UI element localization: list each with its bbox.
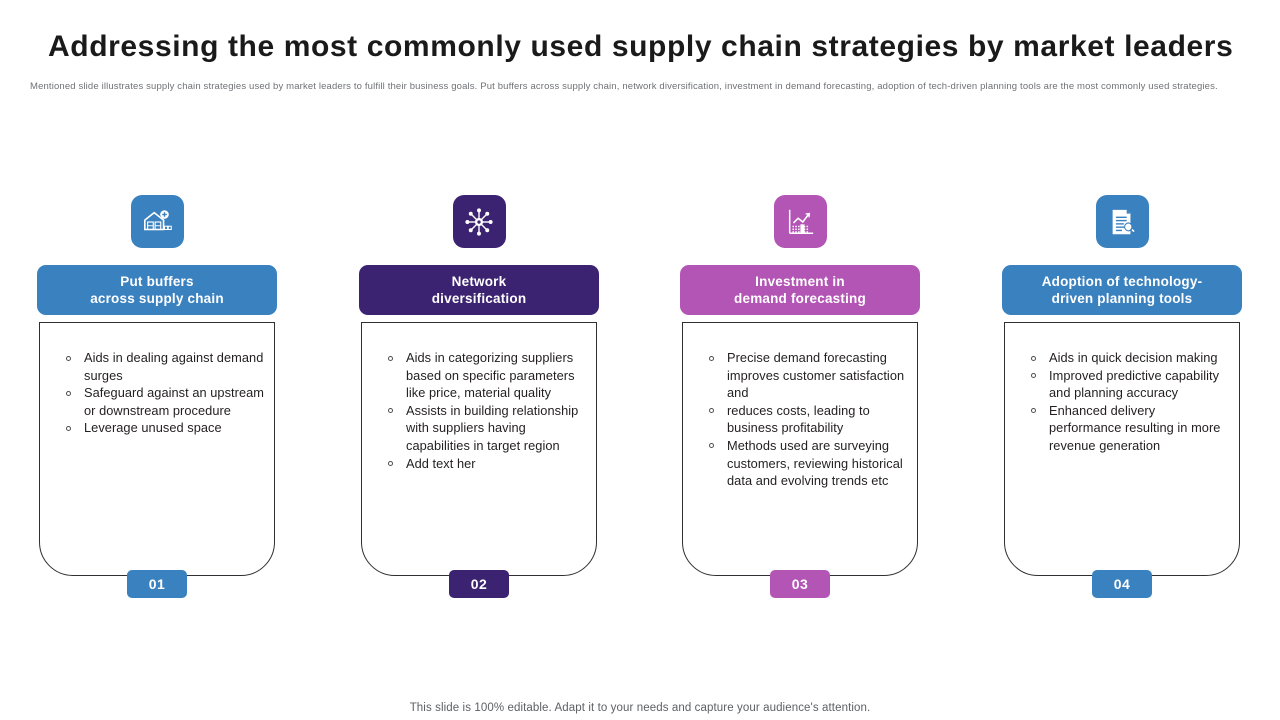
strategy-header-1: Put buffers across supply chain [37, 265, 277, 315]
step-number-badge-3: 03 [770, 570, 830, 598]
step-number-badge-1: 01 [127, 570, 187, 598]
list-item: Enhanced delivery performance resulting … [1031, 402, 1229, 455]
strategy-body-4: Aids in quick decision making Improved p… [1004, 322, 1240, 576]
bullet-list-1: Aids in dealing against demand surges Sa… [40, 323, 274, 437]
bullet-list-3: Precise demand forecasting improves cust… [683, 323, 917, 490]
page-title: Addressing the most commonly used supply… [48, 30, 1234, 63]
slide-description: Mentioned slide illustrates supply chain… [30, 81, 1218, 92]
strategy-columns: Put buffers across supply chain Aids in … [0, 195, 1280, 615]
strategy-header-4: Adoption of technology- driven planning … [1002, 265, 1242, 315]
strategy-column-3: Investment in demand forecasting Precise… [680, 195, 920, 598]
step-number-badge-4: 04 [1092, 570, 1152, 598]
list-item: Methods used are surveying customers, re… [709, 437, 907, 490]
list-item: Assists in building relationship with su… [388, 402, 586, 455]
list-item: Leverage unused space [66, 419, 264, 437]
list-item: Aids in categorizing suppliers based on … [388, 349, 586, 402]
step-number-label: 04 [1113, 576, 1131, 592]
strategy-body-3: Precise demand forecasting improves cust… [682, 322, 918, 576]
step-number-label: 01 [148, 576, 166, 592]
strategy-column-4: Adoption of technology- driven planning … [1002, 195, 1242, 598]
strategy-header-2: Network diversification [359, 265, 599, 315]
strategy-body-2: Aids in categorizing suppliers based on … [361, 322, 597, 576]
list-item: Add text her [388, 455, 586, 473]
list-item: reduces costs, leading to business profi… [709, 402, 907, 437]
list-item: Safeguard against an upstream or downstr… [66, 384, 264, 419]
strategy-header-3: Investment in demand forecasting [680, 265, 920, 315]
editable-note: This slide is 100% editable. Adapt it to… [409, 702, 871, 714]
network-hub-icon [452, 195, 506, 248]
warehouse-add-icon [130, 195, 184, 248]
document-tool-icon [1095, 195, 1149, 248]
list-item: Aids in quick decision making [1031, 349, 1229, 367]
list-item: Aids in dealing against demand surges [66, 349, 264, 384]
strategy-header-label: Investment in demand forecasting [734, 274, 866, 306]
bar-chart-trend-icon [773, 195, 827, 248]
strategy-header-label: Adoption of technology- driven planning … [1041, 274, 1203, 306]
step-number-label: 03 [791, 576, 809, 592]
strategy-body-1: Aids in dealing against demand surges Sa… [39, 322, 275, 576]
step-number-badge-2: 02 [449, 570, 509, 598]
strategy-header-label: Network diversification [431, 274, 527, 306]
step-number-label: 02 [470, 576, 488, 592]
bullet-list-2: Aids in categorizing suppliers based on … [362, 323, 596, 472]
strategy-column-2: Network diversification Aids in categori… [359, 195, 599, 598]
list-item: Improved predictive capability and plann… [1031, 367, 1229, 402]
bullet-list-4: Aids in quick decision making Improved p… [1005, 323, 1239, 455]
strategy-header-label: Put buffers across supply chain [90, 274, 224, 306]
strategy-column-1: Put buffers across supply chain Aids in … [37, 195, 277, 598]
list-item: Precise demand forecasting improves cust… [709, 349, 907, 402]
